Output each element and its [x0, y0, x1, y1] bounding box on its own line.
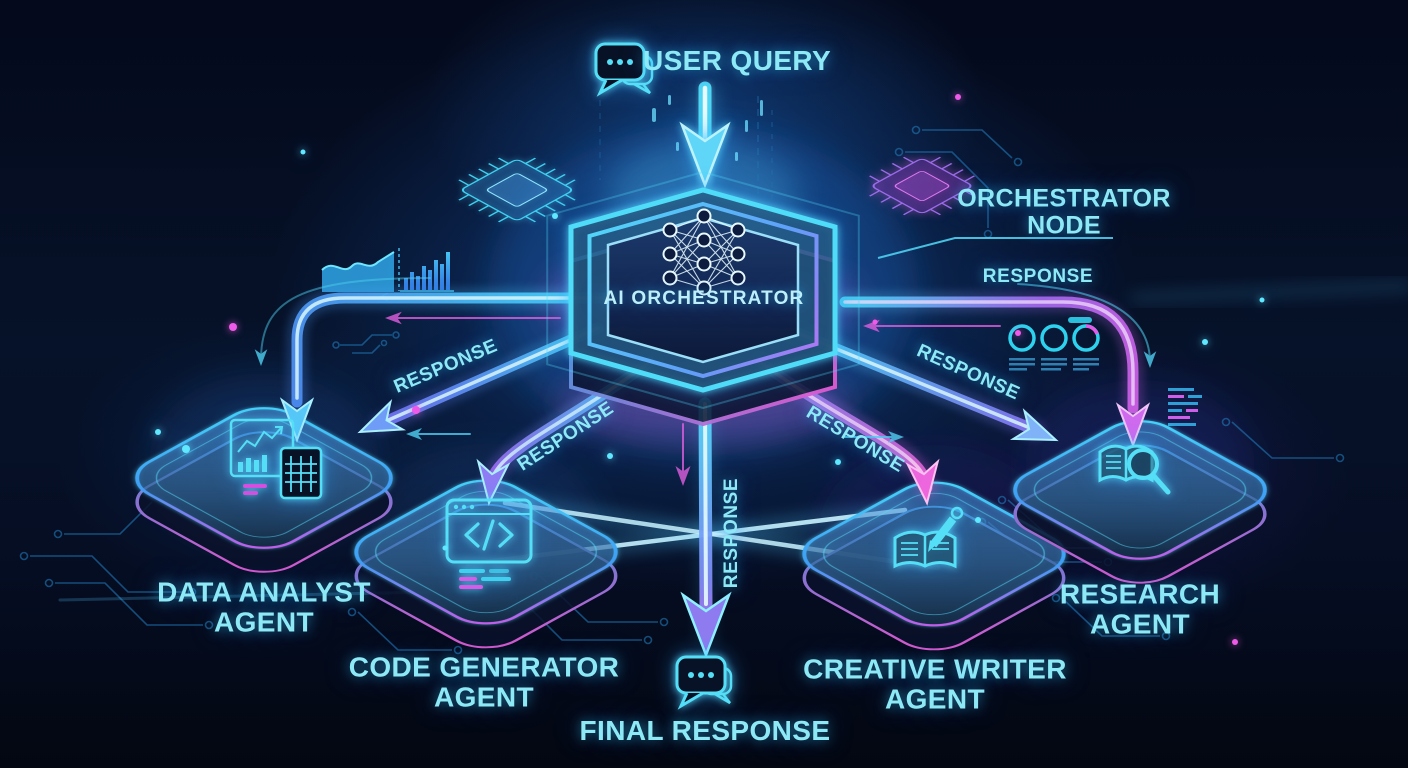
microchip-right-icon — [868, 156, 976, 216]
chart-and-spreadsheet-icon — [229, 418, 323, 500]
neural-network-icon — [662, 208, 746, 296]
agent-label-line1: CODE GENERATOR — [348, 651, 620, 683]
agent-label-line2: AGENT — [884, 683, 985, 714]
area-chart-widget — [321, 251, 395, 292]
orchestrator-node-line2: NODE — [1027, 211, 1101, 239]
user-query-label: USER QUERY — [642, 45, 832, 77]
agent-label-line1: DATA ANALYST — [157, 576, 371, 608]
orchestrator-node-line1: ORCHESTRATOR — [957, 184, 1171, 213]
final-response-chat-icon — [675, 655, 733, 710]
orchestrator-node-label: ORCHESTRATOR NODE — [957, 184, 1171, 239]
agent-label-line2: AGENT — [434, 681, 534, 712]
orchestrator-hexagon — [546, 170, 860, 427]
platform-data-analyst — [135, 407, 393, 573]
code-window-icon — [445, 498, 533, 589]
code-text-block — [1168, 388, 1202, 426]
agent-label-research: RESEARCH AGENT — [1060, 579, 1220, 638]
microchip-left-icon — [458, 157, 576, 223]
ai-orchestrator-label: AI ORCHESTRATOR — [603, 287, 805, 309]
user-query-arrow — [680, 81, 730, 187]
final-response-label: FINAL RESPONSE — [579, 715, 831, 747]
agent-label-line2: AGENT — [1090, 608, 1190, 639]
donut-stats-widget — [1008, 317, 1100, 371]
response-label-to-final: RESPONSE — [720, 477, 742, 589]
orchestrator-node-callout-line — [877, 237, 1113, 259]
agent-label-line2: AGENT — [213, 606, 314, 637]
platform-research — [1013, 420, 1267, 584]
particle-dashes — [652, 95, 763, 161]
agent-label-line1: CREATIVE WRITER — [803, 653, 1067, 685]
agent-label-code-generator: CODE GENERATOR AGENT — [349, 652, 620, 711]
platform-code-generator — [354, 479, 618, 649]
book-and-pencil-icon — [893, 506, 964, 569]
book-and-magnifier-icon — [1098, 444, 1171, 495]
agent-label-creative-writer: CREATIVE WRITER AGENT — [803, 654, 1067, 713]
agent-label-line1: RESEARCH — [1059, 578, 1221, 610]
platform-creative-writer — [802, 481, 1066, 651]
glow-dots — [155, 94, 1265, 645]
response-label-loop-top-right: RESPONSE — [982, 265, 1094, 287]
user-query-chat-icon — [594, 42, 654, 97]
agent-label-data-analyst: DATA ANALYST AGENT — [157, 577, 371, 636]
